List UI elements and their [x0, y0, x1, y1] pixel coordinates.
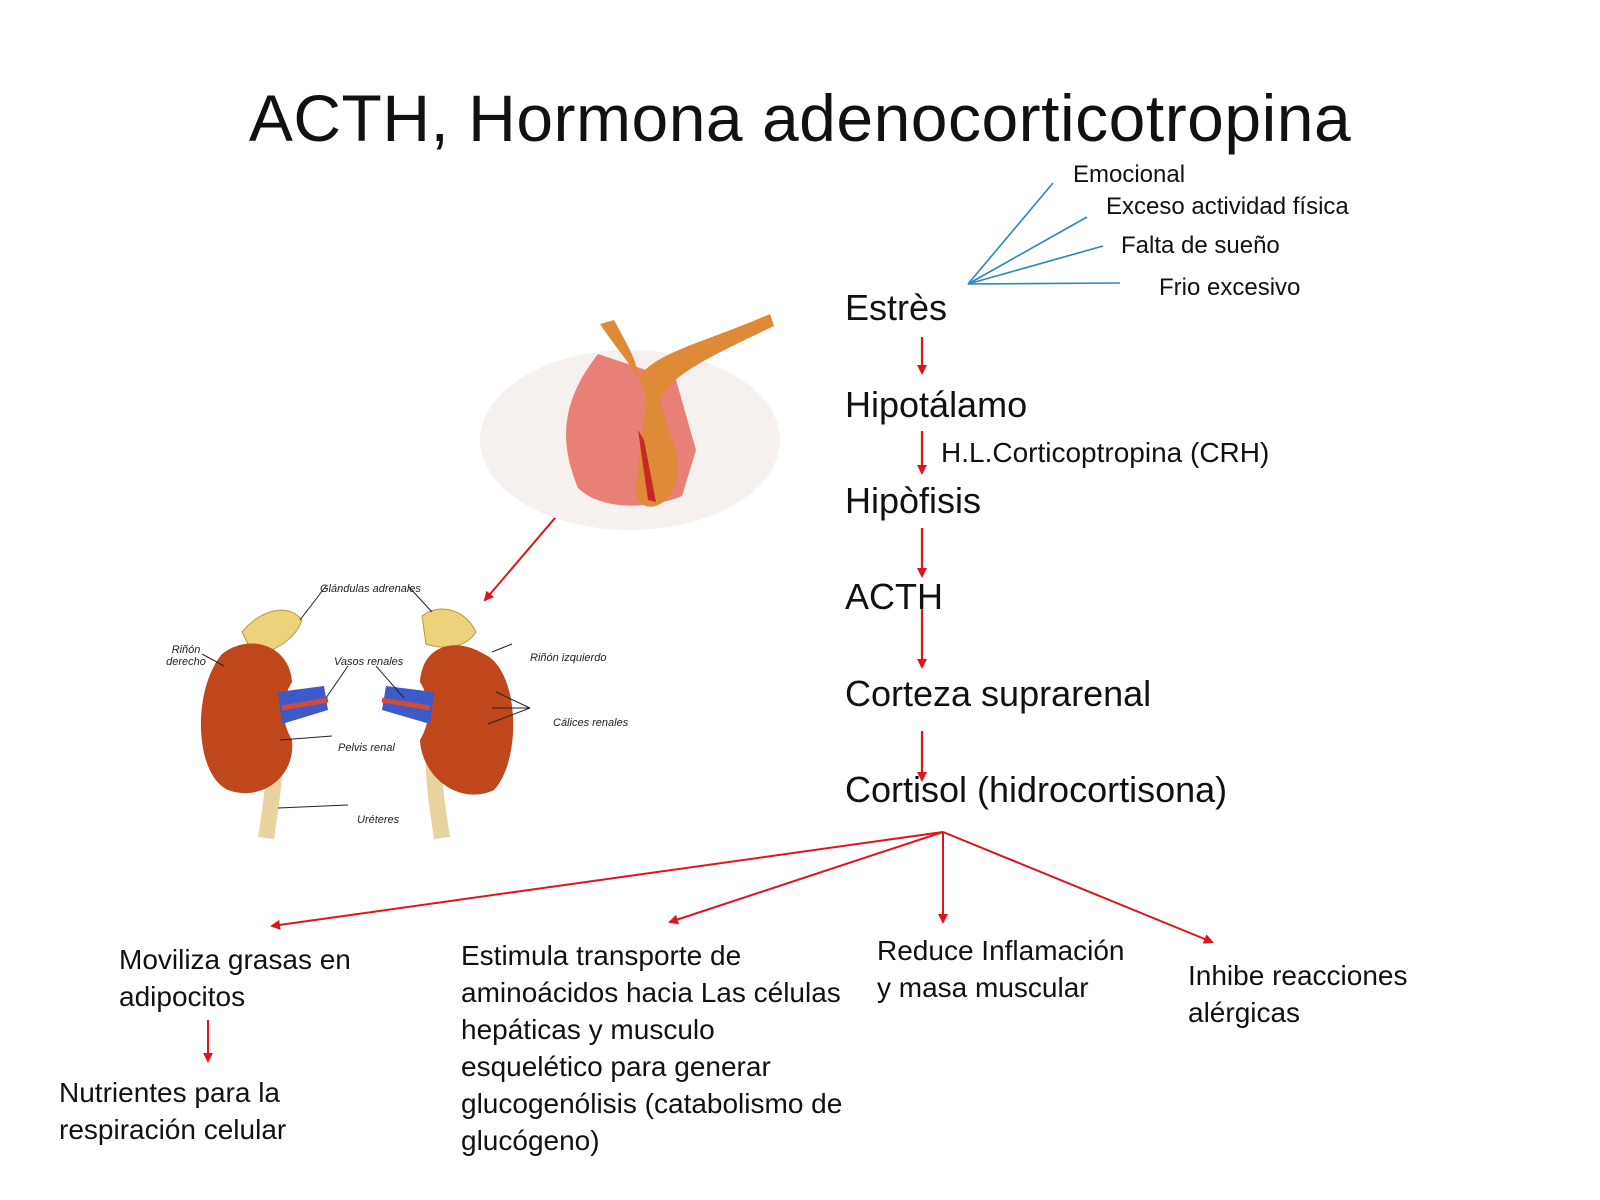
label-rinon-derecho: Riñón derecho — [166, 644, 206, 668]
label-rinon-izquierdo: Riñón izquierdo — [530, 652, 607, 664]
chain-corteza: Corteza suprarenal — [845, 673, 1152, 714]
page-title: ACTH, Hormona adenocorticotropina — [248, 81, 1352, 155]
label-glandulas-adrenales: Glándulas adrenales — [320, 583, 421, 595]
kidneys-illustration — [200, 585, 531, 840]
chain-hipotalamo: Hipotálamo — [845, 384, 1028, 425]
label-vasos-renales: Vasos renales — [334, 656, 404, 668]
label-calices-renales: Cálices renales — [553, 717, 629, 729]
effect-nutrientes: Nutrientes para la respiración celular — [59, 1077, 287, 1145]
cause-exceso-actividad: Exceso actividad física — [1106, 193, 1349, 220]
chain-cortisol: Cortisol (hidrocortisona) — [845, 769, 1228, 810]
effect-inhibe-alergias: Inhibe reacciones alérgicas — [1188, 960, 1408, 1028]
chain-acth: ACTH — [845, 576, 943, 617]
label-ureteres: Uréteres — [357, 814, 400, 826]
chain-estres: Estrès — [845, 287, 948, 328]
chain-hipofisis: Hipòfisis — [845, 480, 982, 521]
left-adrenal-gland — [421, 608, 477, 648]
effect-transporte-aminoacidos: Estimula transporte de aminoácidos hacia… — [461, 940, 843, 1156]
effect-reduce-inflamacion: Reduce Inflamación y masa muscular — [877, 935, 1125, 1003]
pituitary-gland-illustration — [480, 314, 780, 530]
cause-frio: Frio excesivo — [1159, 274, 1301, 301]
effect-moviliza-grasas: Moviliza grasas en adipocitos — [119, 944, 351, 1012]
cause-emocional: Emocional — [1073, 161, 1186, 188]
cause-falta-sueno: Falta de sueño — [1121, 232, 1280, 259]
effect-arrows — [203, 831, 1214, 1063]
stress-cause-lines — [967, 182, 1121, 285]
label-pelvis-renal: Pelvis renal — [338, 742, 395, 754]
right-kidney — [200, 643, 293, 794]
chain-crh-label: H.L.Corticoptropina (CRH) — [941, 437, 1270, 468]
left-kidney — [420, 645, 514, 795]
